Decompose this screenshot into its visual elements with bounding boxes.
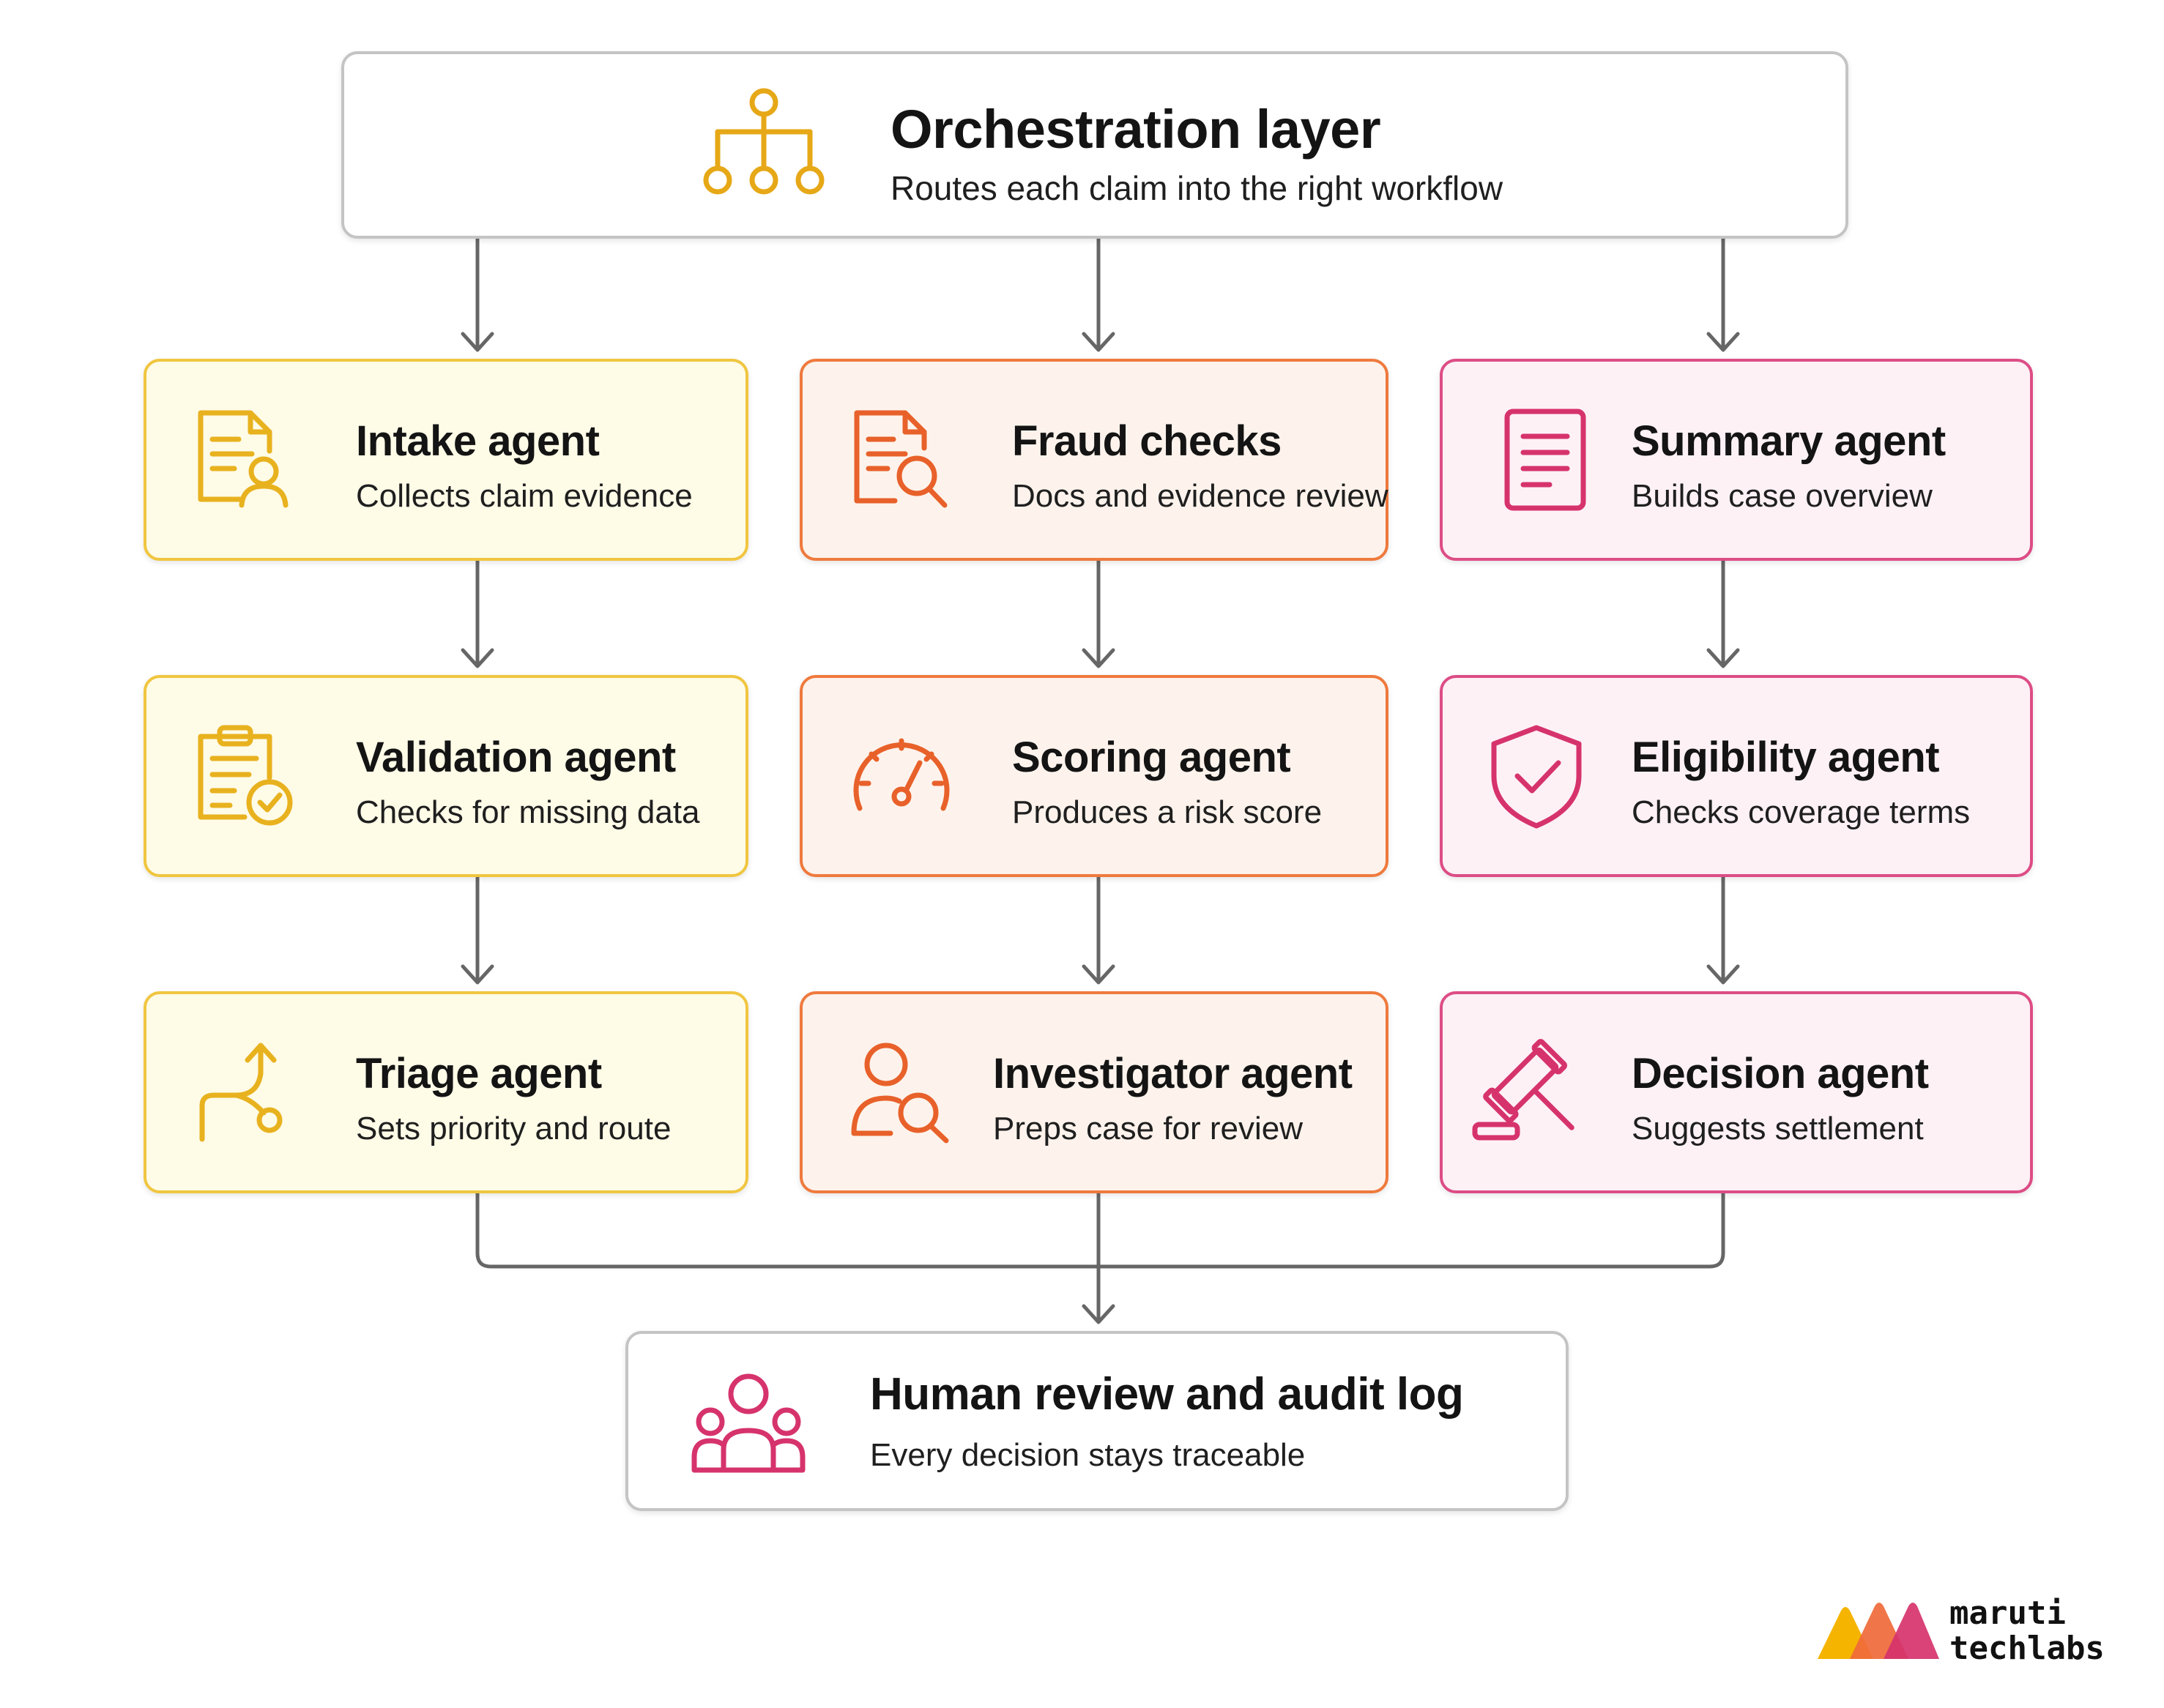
- maruti-techlabs-logo: maruti techlabs: [1816, 1596, 2109, 1669]
- fraud-checks-subtitle: Docs and evidence review: [1012, 478, 1388, 514]
- intake-agent-title: Intake agent: [356, 417, 600, 465]
- intake-agent-subtitle: Collects claim evidence: [356, 478, 693, 514]
- validation-agent-title: Validation agent: [356, 734, 676, 781]
- arrowhead-human-review: [1082, 1304, 1115, 1324]
- validation-agent-subtitle: Checks for missing data: [356, 794, 700, 830]
- arrowhead-col3-row2: [1706, 648, 1740, 668]
- brand-name-line2: techlabs: [1949, 1630, 2105, 1667]
- arrowhead-col3-row3: [1706, 964, 1740, 985]
- scoring-agent-title: Scoring agent: [1012, 734, 1291, 781]
- arrowhead-col2-row3: [1082, 964, 1115, 985]
- triage-agent-title: Triage agent: [356, 1050, 602, 1097]
- eligibility-agent-box: Eligibility agent Checks coverage terms: [1440, 675, 2033, 877]
- document-search-icon: [847, 404, 956, 514]
- validation-agent-box: Validation agent Checks for missing data: [144, 675, 748, 877]
- arrowhead-col3-row1: [1706, 332, 1740, 352]
- orchestration-layer-box: Orchestration layer Routes each claim in…: [341, 51, 1848, 239]
- investigator-agent-subtitle: Preps case for review: [993, 1111, 1304, 1146]
- intake-agent-box: Intake agent Collects claim evidence: [144, 359, 748, 561]
- triage-agent-box: Triage agent Sets priority and route: [144, 991, 748, 1193]
- human-review-title: Human review and audit log: [870, 1369, 1464, 1420]
- arrowhead-col1-row1: [461, 332, 494, 352]
- human-review-box: Human review and audit log Every decisio…: [625, 1331, 1569, 1511]
- decision-agent-subtitle: Suggests settlement: [1632, 1111, 1924, 1146]
- document-user-icon: [190, 404, 300, 514]
- gavel-icon: [1468, 1037, 1577, 1146]
- investigator-agent-title: Investigator agent: [993, 1050, 1353, 1097]
- arrowhead-col1-row3: [461, 964, 494, 985]
- triage-agent-subtitle: Sets priority and route: [356, 1111, 672, 1146]
- orchestration-subtitle: Routes each claim into the right workflo…: [890, 169, 1503, 207]
- scoring-agent-subtitle: Produces a risk score: [1012, 794, 1323, 830]
- arrowhead-col2-row2: [1082, 648, 1115, 668]
- scoring-agent-box: Scoring agent Produces a risk score: [800, 675, 1388, 877]
- summary-agent-box: Summary agent Builds case overview: [1440, 359, 2033, 561]
- brand-name-line1: maruti: [1949, 1595, 2066, 1632]
- shield-check-icon: [1487, 720, 1596, 830]
- document-lines-icon: [1487, 404, 1596, 514]
- arrowhead-col2-row1: [1082, 332, 1115, 352]
- arrowhead-col1-row2: [461, 648, 494, 668]
- people-group-icon: [690, 1372, 807, 1474]
- fraud-checks-title: Fraud checks: [1012, 417, 1282, 465]
- eligibility-agent-title: Eligibility agent: [1632, 734, 1940, 781]
- eligibility-agent-subtitle: Checks coverage terms: [1632, 794, 1971, 830]
- brand-mountains-icon: [1818, 1603, 1939, 1659]
- clipboard-check-icon: [190, 720, 300, 830]
- gauge-icon: [847, 720, 956, 830]
- route-arrow-icon: [190, 1037, 300, 1146]
- decision-agent-title: Decision agent: [1632, 1050, 1929, 1097]
- fraud-checks-box: Fraud checks Docs and evidence review: [800, 359, 1388, 561]
- investigator-agent-box: Investigator agent Preps case for review: [800, 991, 1388, 1193]
- summary-agent-title: Summary agent: [1632, 417, 1946, 465]
- hierarchy-icon: [702, 86, 826, 204]
- orchestration-title: Orchestration layer: [890, 99, 1381, 160]
- user-search-icon: [847, 1037, 956, 1146]
- summary-agent-subtitle: Builds case overview: [1632, 478, 1933, 514]
- human-review-subtitle: Every decision stays traceable: [870, 1437, 1306, 1473]
- decision-agent-box: Decision agent Suggests settlement: [1440, 991, 2033, 1193]
